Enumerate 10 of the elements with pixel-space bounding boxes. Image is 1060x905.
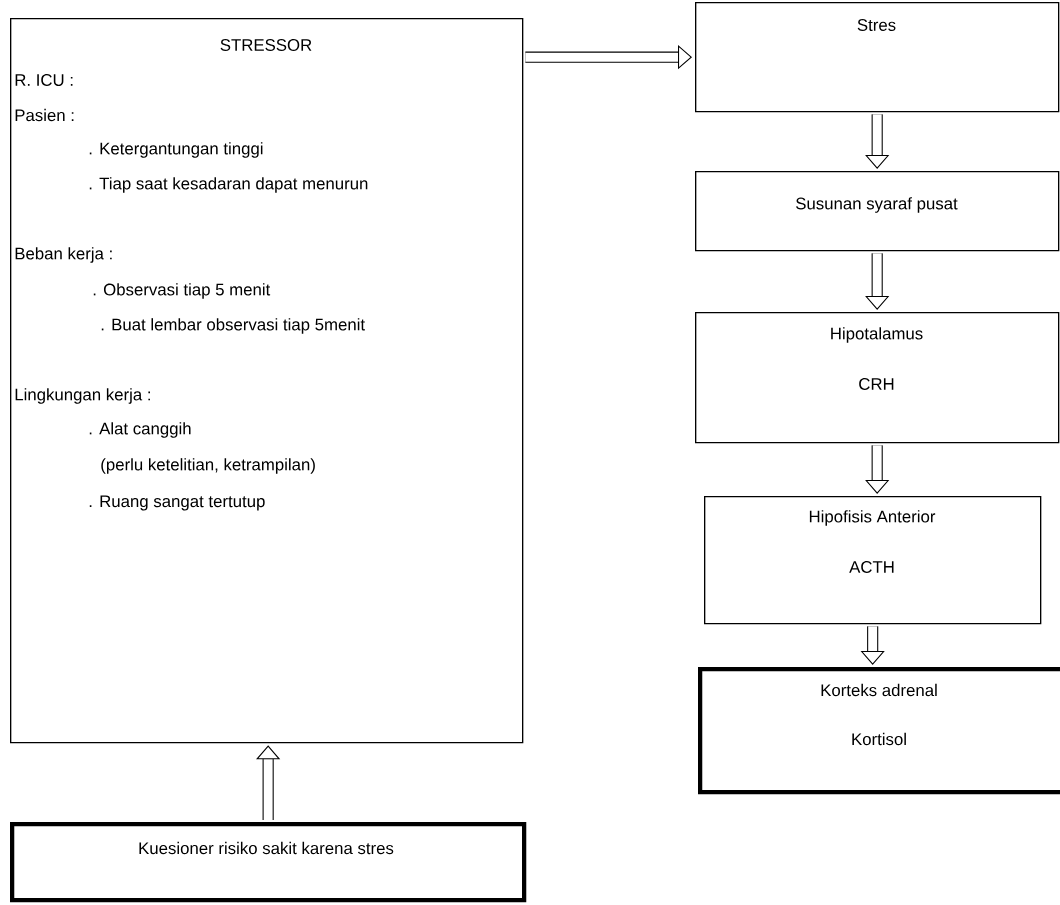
process-box: Korteks adrenal Kortisol — [698, 667, 1060, 795]
process-box: STRESSOR R. ICU : Pasien : . Ketergantungan tinggi . Tiap saat kesadaran dapat menurun Beban kerja : . Observasi tiap 5 menit . Buat lembar observasi tiap 5menit Lingkungan kerja : . Alat canggih (perlu ketelitian, ketrampilan) . Ruang sangat tertutup — [10, 18, 524, 744]
block-arrow — [865, 445, 890, 494]
process-box: Susunan syaraf pusat — [695, 171, 1060, 252]
process-box: Hipofisis Anterior ACTH — [704, 496, 1042, 625]
block-arrow — [865, 253, 890, 310]
process-box: Stres — [695, 2, 1060, 113]
process-box: Hipotalamus CRH — [695, 312, 1060, 444]
block-arrow — [865, 114, 890, 169]
process-box: Kuesioner risiko sakit karena stres — [10, 822, 527, 903]
